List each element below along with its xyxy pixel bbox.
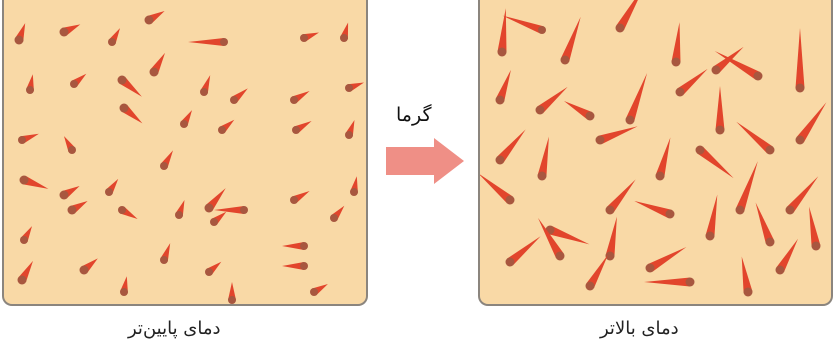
high-temp-particle — [506, 236, 541, 266]
high-temperature-particles — [480, 0, 831, 304]
low-temp-particle — [20, 176, 49, 189]
high-temp-particle — [796, 102, 827, 144]
low-temp-particle — [64, 136, 76, 154]
low-temp-particle — [290, 91, 310, 104]
high-temp-particle — [606, 217, 617, 261]
high-temp-particle — [646, 247, 687, 273]
high-temp-particle — [742, 257, 753, 297]
low-temp-particle — [118, 76, 142, 97]
low-temp-particle — [60, 186, 80, 200]
low-temp-particle — [15, 23, 26, 44]
low-temp-particle — [292, 121, 312, 134]
high-temp-particle — [736, 122, 774, 155]
high-temp-particle — [656, 137, 671, 180]
low-temp-particle — [68, 201, 88, 215]
high-temp-particle — [716, 86, 725, 135]
high-temperature-container — [478, 0, 833, 306]
low-temp-particle — [18, 261, 34, 285]
low-temp-particle — [18, 134, 39, 144]
low-temp-particle — [205, 262, 221, 276]
high-temp-particle — [564, 101, 595, 121]
heat-arrow-icon — [382, 136, 468, 186]
low-temp-particle — [310, 284, 328, 296]
high-temp-particle — [626, 73, 648, 125]
low-temp-particle — [282, 262, 308, 270]
low-temp-particle — [20, 226, 32, 244]
low-temp-particle — [290, 191, 310, 204]
high-temp-particle — [496, 70, 511, 105]
high-temp-particle — [498, 8, 507, 56]
low-temp-particle — [230, 88, 248, 104]
low-temperature-particles — [4, 0, 366, 304]
low-temp-particle — [210, 212, 226, 226]
low-temp-particle — [150, 53, 166, 77]
high-temp-particle — [736, 161, 758, 214]
low-temp-particle — [26, 74, 34, 94]
high-temp-particle — [672, 22, 681, 66]
high-temp-particle — [586, 255, 609, 291]
low-temp-particle — [282, 242, 308, 250]
low-temp-particle — [175, 200, 185, 219]
low-temp-particle — [345, 120, 355, 139]
high-temp-particle — [696, 146, 734, 179]
low-temp-particle — [350, 176, 358, 196]
high-temp-particle — [496, 129, 526, 164]
high-temp-particle — [606, 179, 636, 214]
low-temp-particle — [60, 24, 81, 36]
high-temp-particle — [796, 28, 805, 93]
high-temp-particle — [756, 203, 775, 247]
low-temp-particle — [200, 75, 210, 96]
high-temp-particle — [561, 17, 581, 65]
low-temperature-caption: دمای پایین‌تر — [128, 318, 221, 339]
high-temp-particle — [634, 201, 674, 219]
high-temp-particle — [596, 126, 638, 144]
high-temp-particle — [712, 47, 744, 75]
low-temperature-container — [2, 0, 368, 306]
high-temp-particle — [538, 218, 565, 261]
low-temp-particle — [330, 206, 344, 222]
low-temp-particle — [108, 28, 120, 46]
high-temp-particle — [536, 87, 568, 115]
high-temp-particle — [616, 0, 646, 32]
low-temp-particle — [118, 206, 138, 219]
low-temp-particle — [80, 258, 98, 274]
low-temp-particle — [70, 74, 86, 88]
low-temp-particle — [180, 110, 192, 128]
high-temp-particle — [676, 69, 708, 97]
low-temp-particle — [145, 11, 165, 25]
high-temp-particle — [809, 207, 820, 251]
high-temp-particle — [776, 239, 799, 275]
high-temp-particle — [538, 137, 549, 181]
heat-label: گرما — [396, 104, 432, 126]
high-temp-particle — [706, 195, 718, 241]
high-temp-particle — [786, 176, 819, 214]
low-temp-particle — [105, 179, 118, 196]
high-temp-particle — [480, 173, 515, 205]
low-temp-particle — [120, 276, 128, 296]
high-temperature-caption: دمای بالاتر — [600, 318, 679, 339]
high-temp-particle — [644, 278, 695, 287]
low-temp-particle — [300, 33, 319, 43]
low-temp-particle — [188, 38, 228, 46]
high-temp-particle — [503, 16, 547, 34]
low-temp-particle — [218, 120, 234, 134]
low-temp-particle — [345, 83, 364, 93]
low-temp-particle — [120, 104, 143, 124]
low-temp-particle — [214, 206, 248, 214]
low-temp-particle — [160, 150, 173, 170]
low-temp-particle — [228, 282, 236, 304]
low-temp-particle — [205, 188, 226, 212]
low-temp-particle — [160, 243, 170, 264]
low-temp-particle — [340, 23, 348, 43]
